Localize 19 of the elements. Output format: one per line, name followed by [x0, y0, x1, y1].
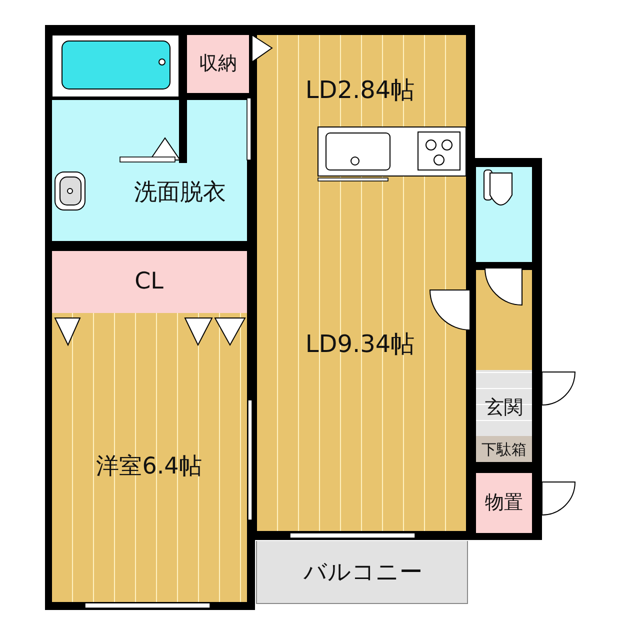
room-label: 洗面脱衣 [134, 182, 226, 204]
room-label: 洋室6.4帖 [96, 456, 202, 478]
entrance [476, 370, 532, 436]
room-label: CL [134, 270, 164, 294]
room-label: 下駄箱 [482, 442, 526, 458]
room-label: 物置 [485, 494, 523, 512]
room-label: バルコニー [304, 562, 422, 584]
living-dining-area [257, 183, 466, 531]
room-label: LD9.34帖 [305, 332, 415, 356]
room-label: LD2.84帖 [305, 78, 415, 102]
western-room [52, 313, 247, 602]
balcony [256, 541, 468, 604]
storage-room [187, 35, 249, 93]
washroom [52, 163, 247, 241]
shoe-cabinet [476, 436, 532, 462]
room-label: 玄関 [485, 398, 523, 418]
storage-room [476, 473, 532, 533]
room-label: 収納 [199, 54, 237, 74]
closet [52, 251, 247, 313]
